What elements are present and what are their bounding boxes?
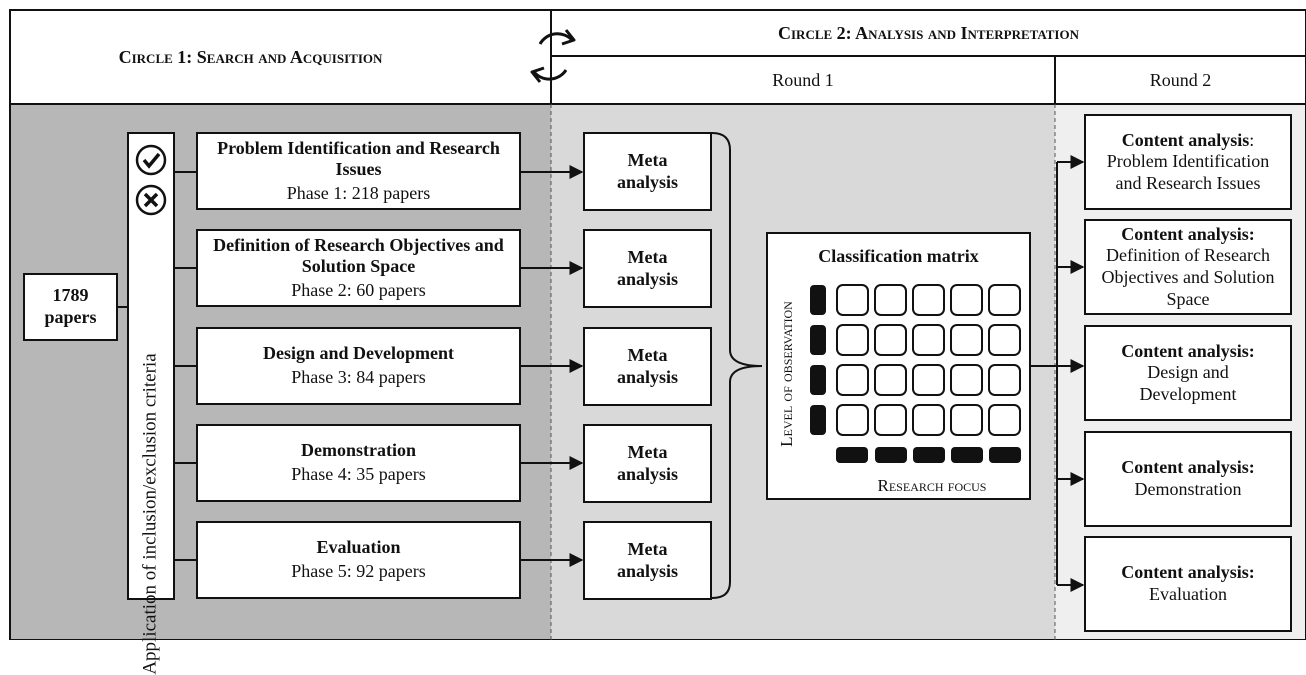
meta-analysis-box-3: Meta analysis xyxy=(583,327,712,406)
criteria-bar: Application of inclusion/exclusion crite… xyxy=(127,132,175,675)
phase-count: Phase 2: 60 papers xyxy=(291,279,426,300)
circle2-heading: Circle 2: Analysis and Interpretation xyxy=(778,22,1079,43)
phase-title: Definition of Research Objectives and So… xyxy=(213,234,504,277)
classification-matrix: Classification matrix Level of observati… xyxy=(766,232,1031,500)
x-circle-icon xyxy=(135,184,167,216)
content-analysis-topic: : Problem Identification and Research Is… xyxy=(1106,129,1270,193)
total-papers-count: 1789 xyxy=(52,285,89,306)
cycle-arrows-icon xyxy=(530,29,576,83)
curly-brace xyxy=(711,132,763,599)
matrix-y-label: Level of observation xyxy=(776,301,796,447)
criteria-label: Application of inclusion/exclusion crite… xyxy=(139,353,161,675)
phase-box-3: Design and Development Phase 3: 84 paper… xyxy=(196,327,521,405)
meta-analysis-box-5: Meta analysis xyxy=(583,521,712,600)
connectors xyxy=(9,9,1306,640)
total-papers-box: 1789 papers xyxy=(23,273,118,341)
content-analysis-box-5: Content analysis: Evaluation xyxy=(1084,536,1292,632)
round2-heading: Round 2 xyxy=(1149,70,1212,90)
matrix-grid xyxy=(810,284,1021,463)
phase-title: Design and Development xyxy=(262,343,454,364)
content-analysis-box-2: Content analysis: Definition of Research… xyxy=(1084,219,1292,315)
header-grid xyxy=(9,9,1306,640)
meta-analysis-box-1: Meta analysis xyxy=(583,132,712,211)
content-analysis-box-3: Content analysis: Design and Development xyxy=(1084,325,1292,421)
phase-box-1: Problem Identification and Research Issu… xyxy=(196,132,521,210)
phase-box-4: Demonstration Phase 4: 35 papers xyxy=(196,424,521,502)
criteria-icons xyxy=(135,144,167,216)
diagram: Circle 1: Search and Acquisition Circle … xyxy=(9,9,1306,675)
phase-title: Evaluation xyxy=(316,537,401,558)
phase-count: Phase 3: 84 papers xyxy=(291,367,426,387)
phase-box-5: Evaluation Phase 5: 92 papers xyxy=(196,521,521,599)
phase-title: Problem Identification and Research Issu… xyxy=(217,137,500,180)
phase-count: Phase 4: 35 papers xyxy=(291,464,426,484)
round1-heading: Round 1 xyxy=(772,70,834,90)
meta-analysis-box-2: Meta analysis xyxy=(583,229,712,308)
matrix-title: Classification matrix xyxy=(818,246,979,266)
phase-title: Demonstration xyxy=(301,440,416,461)
meta-analysis-box-4: Meta analysis xyxy=(583,424,712,503)
phase-box-2: Definition of Research Objectives and So… xyxy=(196,229,521,307)
content-analysis-box-1: Content analysis: Problem Identification… xyxy=(1084,114,1292,210)
circle1-heading: Circle 1: Search and Acquisition xyxy=(118,46,383,67)
check-circle-icon xyxy=(135,144,167,176)
content-analysis-box-4: Content analysis: Demonstration xyxy=(1084,431,1292,527)
content-analysis-topic: Demonstration xyxy=(1134,479,1242,499)
phase-count: Phase 1: 218 papers xyxy=(286,182,431,203)
content-analysis-label: Content analysis: xyxy=(1121,457,1255,478)
content-analysis-label: Content analysis xyxy=(1121,129,1250,150)
content-analysis-topic: Evaluation xyxy=(1149,584,1227,604)
matrix-x-label: Research focus xyxy=(877,476,987,495)
phase-count: Phase 5: 92 papers xyxy=(291,561,426,581)
dashed-separators xyxy=(550,104,1056,640)
content-analysis-label: Content analysis: xyxy=(1121,562,1255,583)
content-analysis-topic: Design and Development xyxy=(1139,362,1237,404)
content-analysis-label: Content analysis: xyxy=(1121,223,1255,244)
content-analysis-label: Content analysis: xyxy=(1121,340,1255,361)
total-papers-unit: papers xyxy=(44,307,97,327)
content-analysis-topic: Definition of Research Objectives and So… xyxy=(1101,245,1275,309)
